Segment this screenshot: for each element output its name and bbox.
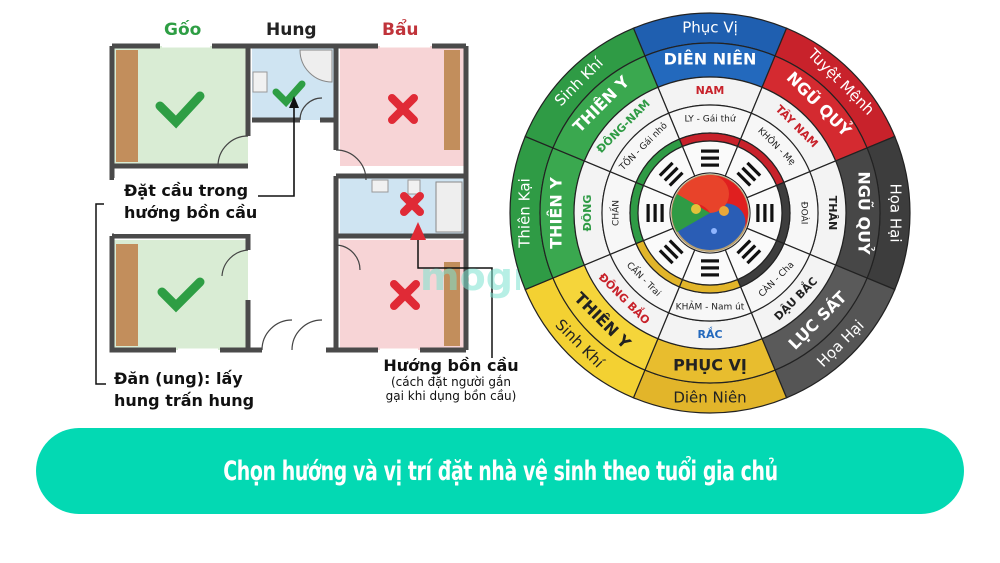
trigram-bar <box>701 273 719 277</box>
callout-line: Đăn (ung): lấy <box>114 369 243 388</box>
trigram-bar <box>668 239 684 255</box>
callout-title: Hướng bồn cầu <box>383 356 519 375</box>
trigram-bar <box>701 149 719 153</box>
trigram-bar <box>741 244 757 260</box>
trigram-label: ĐOÀI <box>799 202 811 225</box>
trigram-bar <box>701 266 719 270</box>
callout-toilet-direction: Hướng bồn cầu (cách đặt người gắn gại kh… <box>356 356 546 403</box>
callout-note: (cách đặt người gắn <box>390 375 512 389</box>
trigram-bar <box>668 171 684 187</box>
middle-ring-label: PHỤC VỊ <box>673 356 747 375</box>
callout-line: hung trấn hung <box>114 391 255 410</box>
trigram-bar <box>763 204 767 222</box>
middle-ring-label: DIÊN NIÊN <box>664 50 757 69</box>
callout-note: gại khi dụng bồn cầu) <box>385 389 517 403</box>
trigram-bar <box>663 166 679 182</box>
trigram-bar <box>701 156 719 160</box>
trigram-bar <box>701 259 719 263</box>
trigram-bar <box>658 249 674 265</box>
outer-ring-label: Diên Niên <box>673 389 746 407</box>
trigram-bar <box>736 239 752 255</box>
middle-ring-label: NGŨ QUỶ <box>855 171 876 255</box>
direction-label: ĐÔNG <box>581 195 594 232</box>
trigram-bar <box>663 244 679 260</box>
trigram-symbol-segment <box>642 145 696 199</box>
label-bad-room: Bẩu <box>382 20 419 40</box>
trigram-bar <box>701 163 719 167</box>
label-good-room: Gốo <box>164 20 202 40</box>
callout-use-bad: Đăn (ung): lấy hung trấn hung <box>114 368 254 412</box>
trigram-bar <box>741 166 757 182</box>
trigram-label: LY - Gái thứ <box>684 115 736 125</box>
callout-line: hướng bồn cầu <box>124 203 258 222</box>
callout-place-toilet: Đặt cầu trong hướng bồn cầu <box>124 180 257 224</box>
direction-label: RẮC <box>697 326 722 341</box>
trigram-bar <box>746 249 762 265</box>
trigram-bar <box>660 204 664 222</box>
outer-ring-label: Thiên Kại <box>516 178 534 249</box>
floorplan-drawing: mogi <box>95 43 520 385</box>
outer-ring-label: Họa Hại <box>887 183 905 242</box>
trigram-bar <box>746 161 762 177</box>
trigram-bar <box>658 161 674 177</box>
direction-label: NAM <box>696 84 725 97</box>
title-banner: Chọn hướng và vị trí đặt nhà vệ sinh the… <box>36 428 964 514</box>
watermark: mogi <box>420 255 520 299</box>
middle-ring-label: THIÊN Y <box>547 177 566 249</box>
trigram-label: CHẤN <box>610 200 622 226</box>
trigram-bar <box>770 204 774 222</box>
trigram-label: KHẢM - Nam út <box>676 301 745 313</box>
trigram-bar <box>756 204 760 222</box>
direction-label: THÂN <box>826 196 839 230</box>
trigram-bar <box>646 204 650 222</box>
trigram-bar <box>653 204 657 222</box>
trigram-bar <box>736 171 752 187</box>
label-bad-bathroom: Hung <box>266 20 317 40</box>
center-taiji <box>671 174 749 252</box>
banner-title: Chọn hướng và vị trí đặt nhà vệ sinh the… <box>222 455 778 487</box>
outer-ring-label: Phục Vị <box>682 19 738 37</box>
callout-line: Đặt cầu trong <box>124 181 249 200</box>
floorplan: Gốo Hung Bẩu <box>0 0 520 420</box>
